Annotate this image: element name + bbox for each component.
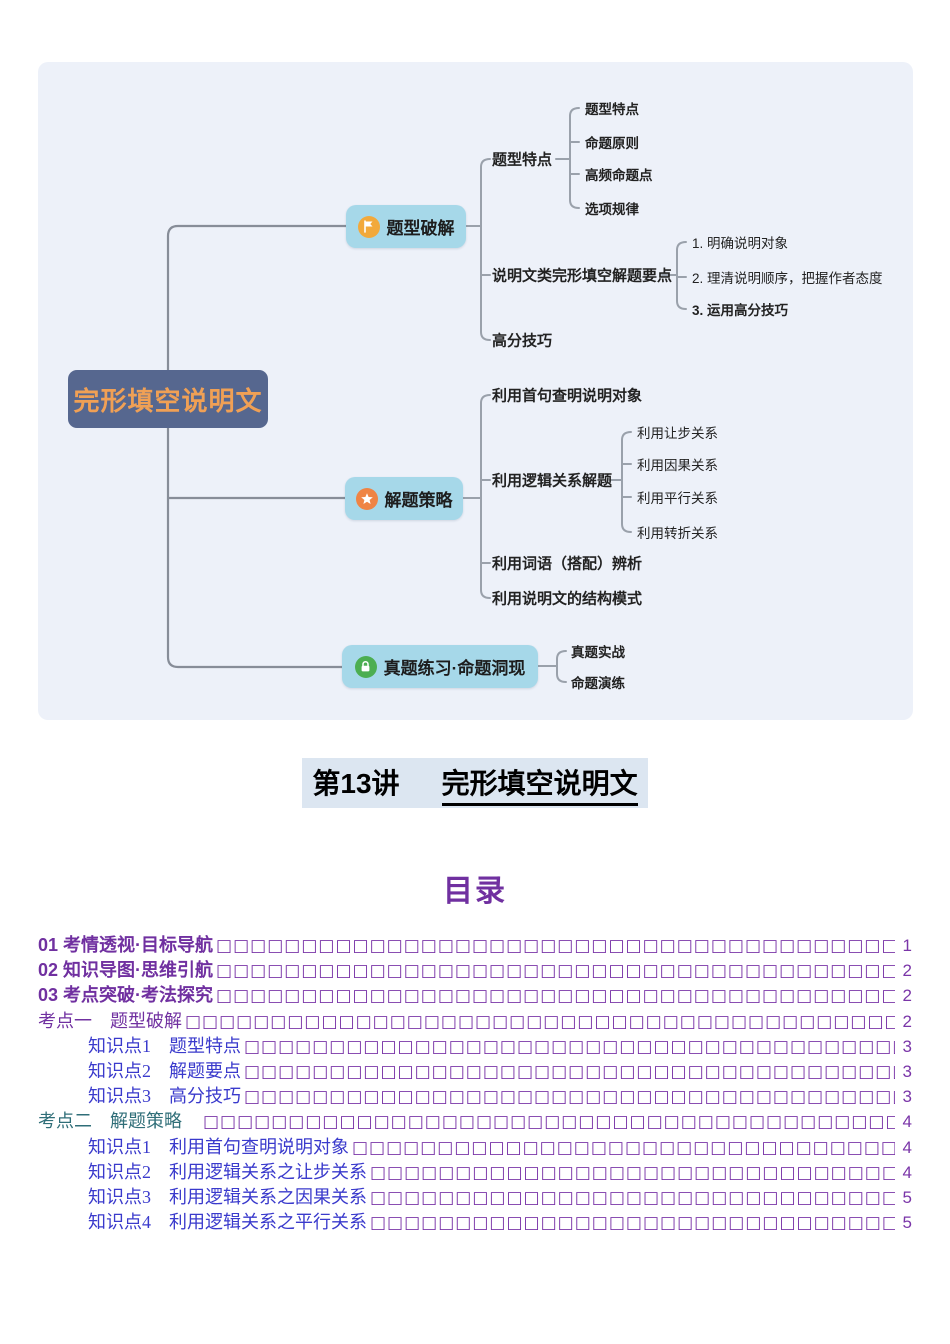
toc-row: 知识点3 高分技巧□□□□□□□□□□□□□□□□□□□□□□□□□□□□□□□… <box>38 1084 912 1109</box>
toc-label: 01 考情透视·目标导航 <box>38 935 214 955</box>
level2-label: 利用词语（搭配）辨析 <box>492 555 643 573</box>
level2-label: 题型特点 <box>492 151 553 169</box>
toc-leader: □□□□□□□□□□□□□□□□□□□□□□□□□□□□□□□□□□□□□□□□… <box>185 1011 895 1032</box>
toc-page: 3 <box>902 1061 912 1081</box>
toc-page: 1 <box>902 936 912 955</box>
toc-leader: □□□□□□□□□□□□□□□□□□□□□□□□□□□□□□□□□□□□□□□□… <box>203 1112 895 1133</box>
branch-node-practice: 真题练习·命题洞现 <box>342 645 538 688</box>
level3-label: 命题演练 <box>571 676 625 691</box>
level2-label: 利用首句查明说明对象 <box>492 387 643 405</box>
toc-label: 知识点2 利用逻辑关系之让步关系 <box>88 1161 367 1182</box>
toc-leader: □□□□□□□□□□□□□□□□□□□□□□□□□□□□□□□□□□□□□□□□… <box>370 1162 895 1183</box>
toc-label: 知识点1 利用首句查明说明对象 <box>88 1136 349 1157</box>
branch-label: 题型破解 <box>386 219 455 238</box>
toc-page: 4 <box>902 1162 912 1182</box>
level3-label: 选项规律 <box>585 202 639 217</box>
toc-row: 03 考点突破·考法探究□□□□□□□□□□□□□□□□□□□□□□□□□□□□… <box>38 983 912 1008</box>
toc-label: 考点二 解题策略 <box>38 1111 200 1132</box>
toc-row: 知识点2 利用逻辑关系之让步关系□□□□□□□□□□□□□□□□□□□□□□□□… <box>38 1160 912 1185</box>
branch-label: 解题策略 <box>384 491 453 510</box>
toc-label: 03 考点突破·考法探究 <box>38 985 214 1006</box>
toc-leader: □□□□□□□□□□□□□□□□□□□□□□□□□□□□□□□□□□□□□□□□… <box>352 1137 895 1158</box>
toc-heading: 目录 <box>443 875 507 908</box>
toc-page: 4 <box>902 1112 912 1132</box>
toc-row: 考点二 解题策略 □□□□□□□□□□□□□□□□□□□□□□□□□□□□□□□… <box>38 1109 912 1134</box>
level3-label: 利用平行关系 <box>637 491 718 506</box>
toc-row: 知识点2 解题要点□□□□□□□□□□□□□□□□□□□□□□□□□□□□□□□… <box>38 1059 912 1084</box>
toc-page: 3 <box>902 1036 912 1056</box>
toc-row: 知识点4 利用逻辑关系之平行关系□□□□□□□□□□□□□□□□□□□□□□□□… <box>38 1210 912 1235</box>
toc-page: 2 <box>902 1011 912 1031</box>
toc-page: 4 <box>902 1137 912 1157</box>
branch-node-question-type: 题型破解 <box>346 205 466 248</box>
lecture-title: 第13讲 完形填空说明文 <box>0 758 950 808</box>
level3-label: 真题实战 <box>571 645 625 660</box>
toc-row: 知识点1 题型特点□□□□□□□□□□□□□□□□□□□□□□□□□□□□□□□… <box>38 1034 912 1059</box>
toc-label: 知识点4 利用逻辑关系之平行关系 <box>88 1212 367 1233</box>
toc-leader: □□□□□□□□□□□□□□□□□□□□□□□□□□□□□□□□□□□□□□□□… <box>370 1213 895 1234</box>
lecture-subject: 完形填空说明文 <box>441 762 638 806</box>
toc-leader: □□□□□□□□□□□□□□□□□□□□□□□□□□□□□□□□□□□□□□□□… <box>216 986 895 1007</box>
toc-page: 5 <box>902 1187 912 1207</box>
lecture-number: 第13讲 <box>312 768 400 799</box>
level3-label: 利用让步关系 <box>637 426 718 441</box>
toc-row: 考点一 题型破解□□□□□□□□□□□□□□□□□□□□□□□□□□□□□□□□… <box>38 1009 912 1034</box>
toc-label: 知识点2 解题要点 <box>88 1060 241 1081</box>
toc-label: 知识点3 高分技巧 <box>88 1086 241 1107</box>
level2-label: 利用说明文的结构模式 <box>492 590 643 608</box>
toc-leader: □□□□□□□□□□□□□□□□□□□□□□□□□□□□□□□□□□□□□□□□… <box>244 1087 895 1108</box>
star-icon <box>355 487 378 510</box>
lock-icon <box>354 655 377 678</box>
level2-label: 利用逻辑关系解题 <box>492 472 613 490</box>
toc-page: 2 <box>902 961 912 981</box>
mindmap-root-node: 完形填空说明文 <box>68 370 268 428</box>
level3-label: 题型特点 <box>585 102 639 117</box>
level3-label: 高频命题点 <box>585 168 653 183</box>
toc-leader: □□□□□□□□□□□□□□□□□□□□□□□□□□□□□□□□□□□□□□□□… <box>216 936 895 956</box>
toc-row: 知识点3 利用逻辑关系之因果关系□□□□□□□□□□□□□□□□□□□□□□□□… <box>38 1185 912 1210</box>
mindmap-panel: 完形填空说明文 题型破解 解题策略 真题练习·命题洞现 题型特点 题型特点 命题… <box>38 62 913 720</box>
level3-label: 1. 明确说明对象 <box>692 236 789 251</box>
branch-label: 真题练习·命题洞现 <box>383 659 526 678</box>
level3-label: 利用转折关系 <box>637 526 718 541</box>
toc-label: 02 知识导图·思维引航 <box>38 960 214 981</box>
level3-label: 3. 运用高分技巧 <box>692 303 789 318</box>
toc-leader: □□□□□□□□□□□□□□□□□□□□□□□□□□□□□□□□□□□□□□□□… <box>370 1187 895 1208</box>
toc-row: 01 考情透视·目标导航□□□□□□□□□□□□□□□□□□□□□□□□□□□□… <box>38 933 912 958</box>
level2-label: 高分技巧 <box>492 332 553 350</box>
toc-leader: □□□□□□□□□□□□□□□□□□□□□□□□□□□□□□□□□□□□□□□□… <box>216 961 895 982</box>
toc-page: 5 <box>902 1213 912 1233</box>
toc-label: 知识点3 利用逻辑关系之因果关系 <box>88 1186 367 1207</box>
toc-page: 3 <box>902 1087 912 1107</box>
flag-icon <box>357 215 380 238</box>
level3-label: 利用因果关系 <box>637 458 718 473</box>
toc: 01 考情透视·目标导航□□□□□□□□□□□□□□□□□□□□□□□□□□□□… <box>38 933 912 1235</box>
mindmap-connectors <box>166 107 687 683</box>
toc-leader: □□□□□□□□□□□□□□□□□□□□□□□□□□□□□□□□□□□□□□□□… <box>244 1061 895 1082</box>
toc-row: 02 知识导图·思维引航□□□□□□□□□□□□□□□□□□□□□□□□□□□□… <box>38 958 912 983</box>
toc-leader: □□□□□□□□□□□□□□□□□□□□□□□□□□□□□□□□□□□□□□□□… <box>244 1036 895 1057</box>
branch-node-strategy: 解题策略 <box>345 477 463 520</box>
toc-label: 考点一 题型破解 <box>38 1010 182 1031</box>
level2-label: 说明文类完形填空解题要点 <box>492 267 673 285</box>
toc-row: 知识点1 利用首句查明说明对象□□□□□□□□□□□□□□□□□□□□□□□□□… <box>38 1135 912 1160</box>
toc-page: 2 <box>902 986 912 1006</box>
level3-label: 命题原则 <box>585 136 639 151</box>
toc-label: 知识点1 题型特点 <box>88 1035 241 1056</box>
level3-label: 2. 理清说明顺序，把握作者态度 <box>692 271 883 286</box>
